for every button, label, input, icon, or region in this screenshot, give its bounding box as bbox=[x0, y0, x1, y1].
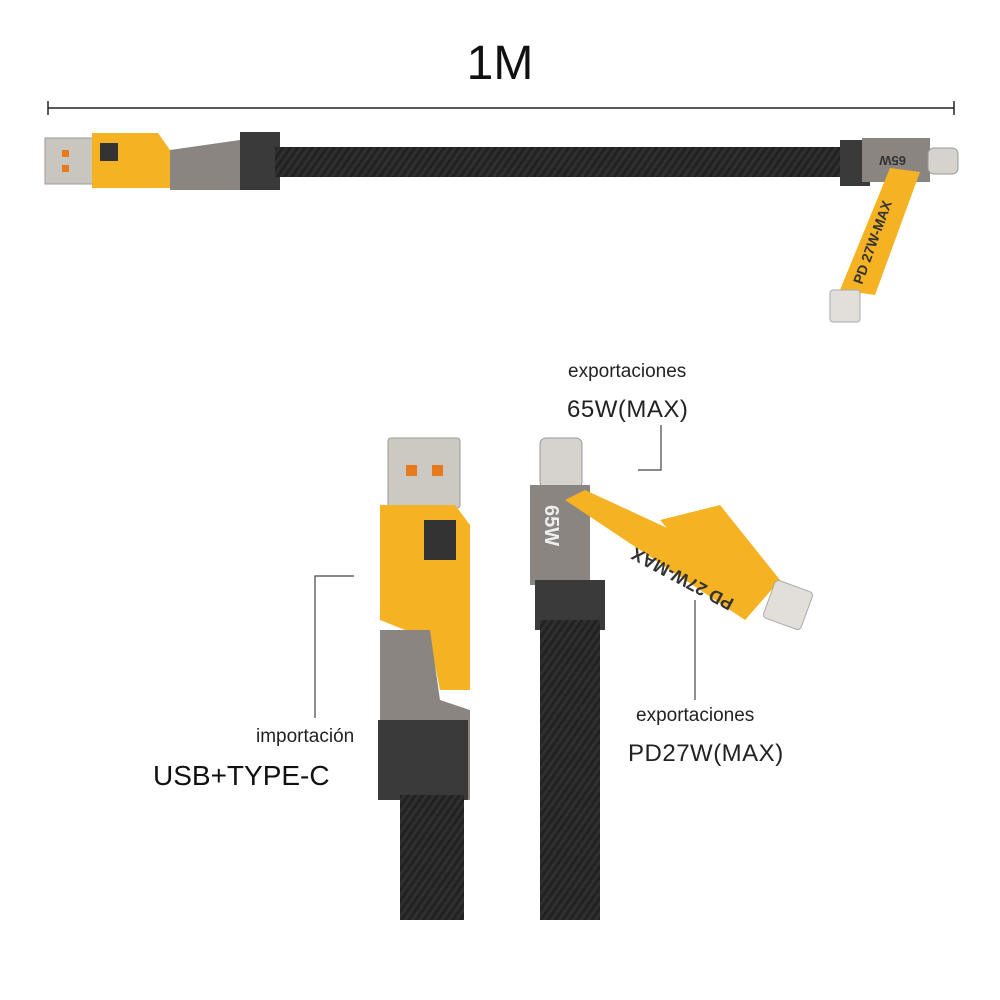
top-cable: 65W PD 27W-MAX bbox=[44, 132, 959, 323]
bottom-output-caption: exportaciones bbox=[636, 705, 755, 726]
top-output-value: 65W(MAX) bbox=[567, 396, 689, 423]
input-caption: importación bbox=[256, 726, 355, 747]
dimension-line bbox=[47, 101, 955, 115]
output-connector: 65W PD 27W-MAX bbox=[530, 437, 814, 920]
marking-65w: 65W bbox=[540, 505, 562, 546]
length-label: 1M bbox=[466, 37, 534, 90]
top-output-caption: exportaciones bbox=[568, 361, 687, 382]
input-connector bbox=[378, 437, 470, 920]
bottom-output-value: PD27W(MAX) bbox=[628, 740, 784, 767]
input-value: USB+TYPE-C bbox=[153, 760, 330, 791]
marking-65w-top: 65W bbox=[879, 153, 906, 168]
leader-lines bbox=[314, 425, 696, 718]
